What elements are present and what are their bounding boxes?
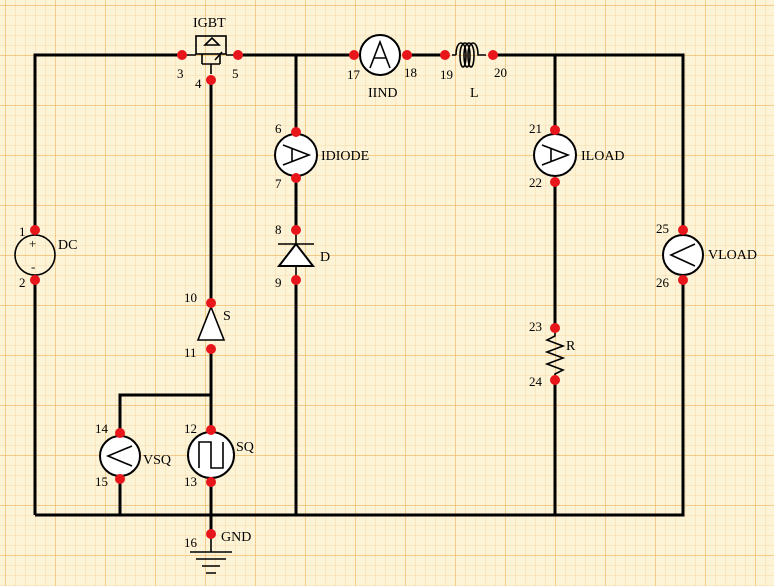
node-18[interactable] [402, 50, 412, 60]
node-12[interactable] [206, 425, 216, 435]
node-number: 10 [184, 290, 197, 305]
node-number: 20 [494, 65, 507, 80]
dc-label: DC [58, 238, 77, 253]
vload-label: VLOAD [708, 248, 757, 263]
svg-text:+: + [29, 236, 36, 251]
node-number: 21 [529, 121, 542, 136]
node-number: 8 [275, 222, 282, 237]
l-label: L [470, 86, 479, 101]
node-number: 11 [184, 345, 197, 360]
node-number: 14 [95, 421, 109, 436]
node-number: 22 [529, 175, 542, 190]
node-4[interactable] [206, 75, 216, 85]
s-label: S [223, 309, 231, 324]
gnd-label: GND [221, 530, 251, 545]
node-number: 4 [195, 76, 202, 91]
vsq-label: VSQ [143, 453, 171, 468]
node-19[interactable] [440, 50, 450, 60]
iload-ammeter[interactable] [533, 133, 577, 177]
node-number: 23 [529, 319, 542, 334]
node-25[interactable] [678, 225, 688, 235]
node-13[interactable] [206, 477, 216, 487]
node-8[interactable] [291, 225, 301, 235]
resistor-r[interactable] [544, 328, 566, 380]
node-14[interactable] [115, 428, 125, 438]
node-numbers: 1 2 3 4 5 6 7 8 9 10 11 12 13 14 15 16 1… [19, 65, 670, 550]
node-number: 18 [404, 65, 417, 80]
node-number: 19 [440, 67, 453, 82]
node-number: 15 [95, 474, 108, 489]
wires [33, 53, 685, 534]
vload-voltmeter[interactable] [662, 234, 704, 276]
idiode-label: IDIODE [321, 149, 369, 164]
node-number: 3 [177, 66, 184, 81]
inductor-l[interactable] [452, 42, 486, 68]
node-number: 2 [19, 275, 26, 290]
sq-label: SQ [236, 440, 254, 455]
node-26[interactable] [678, 275, 688, 285]
igbt-label: IGBT [193, 16, 226, 31]
node-11[interactable] [206, 344, 216, 354]
ground-symbol[interactable] [190, 534, 232, 574]
node-number: 24 [529, 374, 543, 389]
idiode-ammeter[interactable] [274, 133, 318, 177]
node-number: 6 [275, 121, 282, 136]
node-number: 17 [347, 67, 361, 82]
d-label: D [320, 250, 330, 265]
iload-label: ILOAD [581, 149, 625, 164]
node-2[interactable] [30, 275, 40, 285]
vsq-voltmeter[interactable] [99, 435, 141, 477]
node-5[interactable] [233, 50, 243, 60]
node-17[interactable] [349, 50, 359, 60]
node-9[interactable] [291, 275, 301, 285]
node-number: 26 [656, 275, 670, 290]
node-number: 12 [184, 421, 197, 436]
node-7[interactable] [291, 173, 301, 183]
node-number: 16 [184, 535, 198, 550]
r-label: R [566, 339, 576, 354]
node-6[interactable] [291, 127, 301, 137]
node-15[interactable] [115, 474, 125, 484]
iind-label: IIND [368, 86, 398, 101]
node-10[interactable] [206, 298, 216, 308]
switch-driver-s[interactable] [196, 304, 226, 341]
node-number: 9 [275, 275, 282, 290]
svg-text:-: - [31, 259, 35, 274]
sq-source[interactable] [187, 431, 235, 479]
node-3[interactable] [177, 50, 187, 60]
igbt-switch[interactable] [182, 35, 238, 74]
node-1[interactable] [30, 225, 40, 235]
iind-ammeter[interactable] [359, 34, 401, 76]
node-22[interactable] [550, 177, 560, 187]
node-number: 13 [184, 474, 197, 489]
node-number: 5 [232, 66, 239, 81]
node-number: 1 [19, 224, 26, 239]
node-23[interactable] [550, 323, 560, 333]
node-number: 25 [656, 221, 669, 236]
connection-nodes [30, 50, 688, 539]
node-16[interactable] [206, 529, 216, 539]
node-20[interactable] [488, 50, 498, 60]
node-24[interactable] [550, 375, 560, 385]
node-21[interactable] [550, 125, 560, 135]
node-number: 7 [275, 176, 282, 191]
